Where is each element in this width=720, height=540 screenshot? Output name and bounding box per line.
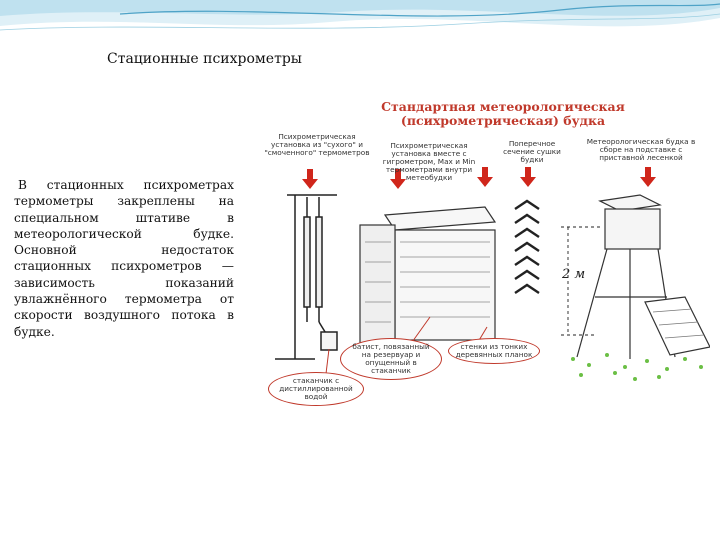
label-cross-section: Поперечное сечение сушки будки	[503, 139, 561, 164]
figure-title: Стандартная метеорологическая (психромет…	[381, 99, 625, 128]
callout-walls: стенки из тонких деревянных планок	[448, 338, 540, 364]
booth-on-stand-drawing	[576, 194, 710, 359]
height-dimension-line	[561, 226, 600, 336]
meteorological-booth-figure	[255, 97, 710, 407]
height-dimension-label: 2 м	[562, 267, 586, 282]
body-paragraph: В стационных психрометрах термометры зак…	[14, 178, 234, 339]
psychrometer-stand-drawing	[275, 194, 338, 360]
header-wave-decoration	[0, 0, 720, 31]
callout-cup: стаканчик с дистиллированной водой	[268, 372, 364, 406]
label-installation: Психрометрическая установка из "сухого" …	[264, 132, 370, 157]
label-booth: Метеорологическая будка в сборе на подст…	[586, 137, 696, 162]
grass-decoration	[571, 353, 703, 381]
slide-title: Стационные психрометры	[107, 51, 302, 67]
open-booth-drawing	[359, 206, 497, 359]
arrow-icon	[302, 167, 656, 189]
label-psychrometric: Психрометрическая установка вместе с гиг…	[382, 141, 476, 182]
callout-wick: батист, повязанный на резервуар и опущен…	[340, 338, 442, 380]
slat-cross-section-drawing	[514, 199, 540, 294]
